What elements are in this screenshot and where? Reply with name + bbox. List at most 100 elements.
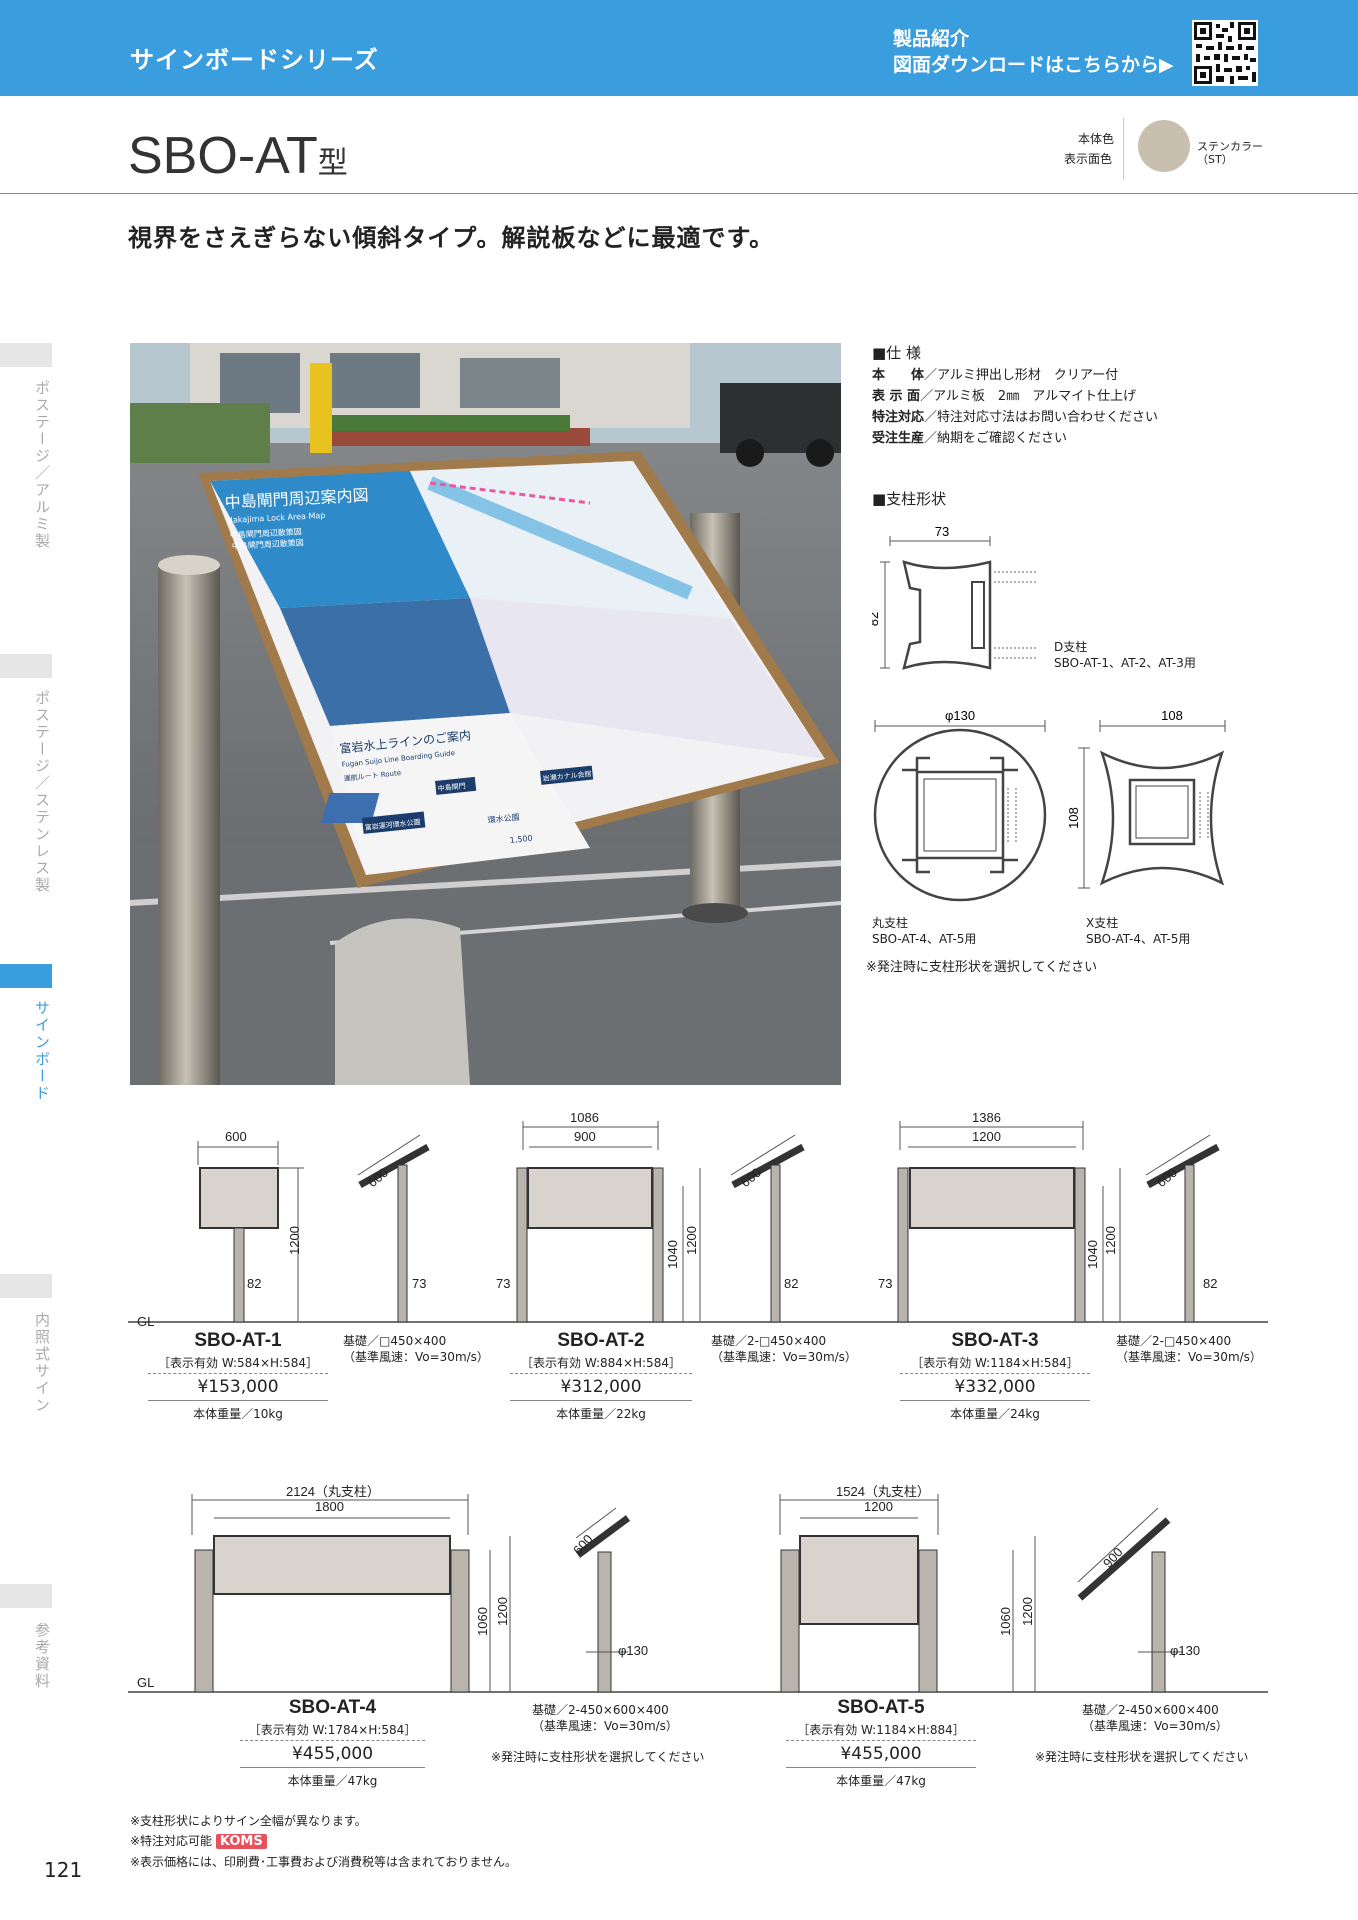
at5-front: [779, 1494, 1036, 1693]
at1-front: [197, 1141, 304, 1323]
at3-width-board: 1200: [972, 1129, 1001, 1144]
side-tab-reference[interactable]: [0, 1584, 52, 1608]
model-card-at5: SBO-AT-5 ［表示有効 W:1184×H:884］ ¥455,000 本体…: [786, 1697, 976, 1789]
at1-base: 基礎／□450×400（基準風速：Vo=30m/s）: [343, 1334, 489, 1364]
model-card-at3: SBO-AT-3 ［表示有効 W:1184×H:584］ ¥332,000 本体…: [900, 1330, 1090, 1422]
header-bar: [0, 0, 1358, 96]
at4-side: [575, 1507, 631, 1693]
at5-note: ※発注時に支柱形状を選択してください: [1035, 1750, 1249, 1764]
color-swatch: [1138, 120, 1190, 172]
header-rule: [0, 193, 1358, 194]
at4-height-inner: 1060: [475, 1607, 490, 1636]
side-tab-aluminum[interactable]: [0, 343, 52, 367]
d-post-drawing: 73 82: [872, 524, 1037, 670]
at4-base: 基礎／2-450×600×400（基準風速：Vo=30m/s）: [532, 1703, 678, 1733]
x-post-use: SBO-AT-4、AT-5用: [1086, 932, 1191, 946]
divider: [1123, 118, 1124, 180]
koms-logo: KOMS: [215, 1834, 267, 1849]
download-link[interactable]: 図面ダウンロードはこちらから▶: [893, 54, 1174, 76]
at5-height-inner: 1060: [998, 1607, 1013, 1636]
model-card-at2: SBO-AT-2 ［表示有効 W:884×H:584］ ¥312,000 本体重…: [510, 1330, 692, 1422]
at3-width-total: 1386: [972, 1110, 1001, 1125]
at5-width-total: 1524（丸支柱）: [836, 1484, 930, 1499]
row2-drawings: [128, 1494, 1268, 1693]
side-tab-label: ポステージ／アルミ製: [33, 380, 51, 550]
d-post-label: D支柱: [1054, 640, 1088, 654]
at5-side: [1077, 1507, 1183, 1693]
route-stop2: 環水公園: [487, 812, 520, 825]
post-note: ※発注時に支柱形状を選択してください: [866, 960, 1098, 975]
page-number: 121: [44, 1858, 83, 1882]
model-title: SBO-AT型: [128, 127, 348, 185]
x-post-height: 108: [1066, 807, 1081, 829]
tagline: 視界をさえぎらない傾斜タイプ。解説板などに最適です。: [128, 224, 775, 252]
spec-row: 表 示 面／アルミ板 2㎜ アルマイト仕上げ: [872, 389, 1137, 404]
spec-row: 受注生産／納期をご確認ください: [872, 431, 1068, 446]
at3-side: [1145, 1134, 1220, 1323]
side-tab-label: 参考資料: [33, 1622, 51, 1690]
d-post-width: 73: [935, 524, 949, 539]
model-card-at1: SBO-AT-1 ［表示有効 W:584×H:584］ ¥153,000 本体重…: [148, 1330, 328, 1422]
d-post-use: SBO-AT-1、AT-2、AT-3用: [1054, 656, 1196, 670]
gl-label-row2: GL: [137, 1675, 155, 1690]
side-tab-label: サインボード: [33, 1000, 51, 1102]
spec-row: 特注対応／特注対応寸法はお問い合わせください: [872, 410, 1159, 425]
at4-front: [191, 1494, 511, 1693]
at2-side-post: 82: [784, 1276, 799, 1291]
route-fare: 1,500: [509, 834, 533, 845]
map-line3: 中島閘門周辺散策図: [232, 537, 304, 551]
at2-base: 基礎／2-□450×400（基準風速：Vo=30m/s）: [711, 1334, 857, 1364]
body-color-label: 本体色: [1078, 132, 1115, 146]
side-tab-signboard[interactable]: [0, 964, 52, 988]
x-post-width: 108: [1161, 708, 1183, 723]
at3-post: 73: [878, 1276, 893, 1291]
at2-height: 1200: [684, 1226, 699, 1255]
at5-width-board: 1200: [864, 1499, 893, 1514]
at4-side-post: φ130: [618, 1643, 649, 1658]
footer-note1: ※支柱形状によりサイン全幅が異なります。: [130, 1814, 367, 1828]
at1-side-post: 73: [412, 1276, 427, 1291]
round-post-label: 丸支柱: [872, 916, 909, 930]
spec-heading: ■仕 様: [872, 344, 921, 362]
row1-drawings: [128, 1121, 1268, 1323]
side-tab-label: ポステージ／ステンレス製: [33, 690, 51, 894]
at3-base: 基礎／2-□450×400（基準風速：Vo=30m/s）: [1116, 1334, 1262, 1364]
round-post-drawing: φ130: [873, 708, 1047, 902]
spec-row: 本 体／アルミ押出し形材 クリアー付: [872, 368, 1119, 383]
at4-note: ※発注時に支柱形状を選択してください: [491, 1750, 705, 1764]
at5-base: 基礎／2-450×600×400（基準風速：Vo=30m/s）: [1082, 1703, 1228, 1733]
round-post-dia: φ130: [945, 708, 975, 723]
gl-label: GL: [137, 1314, 155, 1329]
at3-height: 1200: [1103, 1226, 1118, 1255]
round-post-use: SBO-AT-4、AT-5用: [872, 932, 977, 946]
x-post-label: X支柱: [1086, 916, 1119, 930]
at5-side-post: φ130: [1170, 1643, 1201, 1658]
product-photo: 中島閘門周辺案内図 Nakajima Lock Area Map 中島閘門周辺散…: [130, 343, 841, 1085]
map-line2: 中島閘門周辺散策図: [230, 526, 302, 540]
side-tab-stainless[interactable]: [0, 654, 52, 678]
color-name: ステンカラー（ST）: [1197, 140, 1263, 166]
d-post-height: 82: [872, 612, 881, 626]
at1-width: 600: [225, 1129, 247, 1144]
at4-height: 1200: [495, 1597, 510, 1626]
at1-side: [357, 1134, 430, 1323]
at4-width-total: 2124（丸支柱）: [286, 1484, 380, 1499]
at2-front: [516, 1121, 701, 1323]
at1-post: 82: [247, 1276, 262, 1291]
download-line1[interactable]: 製品紹介: [893, 28, 970, 50]
series-title: サインボードシリーズ: [130, 46, 379, 74]
at2-width-total: 1086: [570, 1110, 599, 1125]
at5-height: 1200: [1020, 1597, 1035, 1626]
qr-code-icon[interactable]: [1192, 20, 1258, 86]
at4-width-board: 1800: [315, 1499, 344, 1514]
at2-post: 73: [496, 1276, 511, 1291]
at2-height-inner: 1040: [665, 1240, 680, 1269]
at2-width-board: 900: [574, 1129, 596, 1144]
at3-side-post: 82: [1203, 1276, 1218, 1291]
side-tab-illuminated[interactable]: [0, 1274, 52, 1298]
at3-height-inner: 1040: [1085, 1240, 1100, 1269]
at3-front: [897, 1121, 1121, 1323]
at2-side: [730, 1134, 805, 1323]
side-tab-label: 内照式サイン: [33, 1312, 51, 1414]
route-stop1: 中島閘門: [437, 781, 466, 793]
